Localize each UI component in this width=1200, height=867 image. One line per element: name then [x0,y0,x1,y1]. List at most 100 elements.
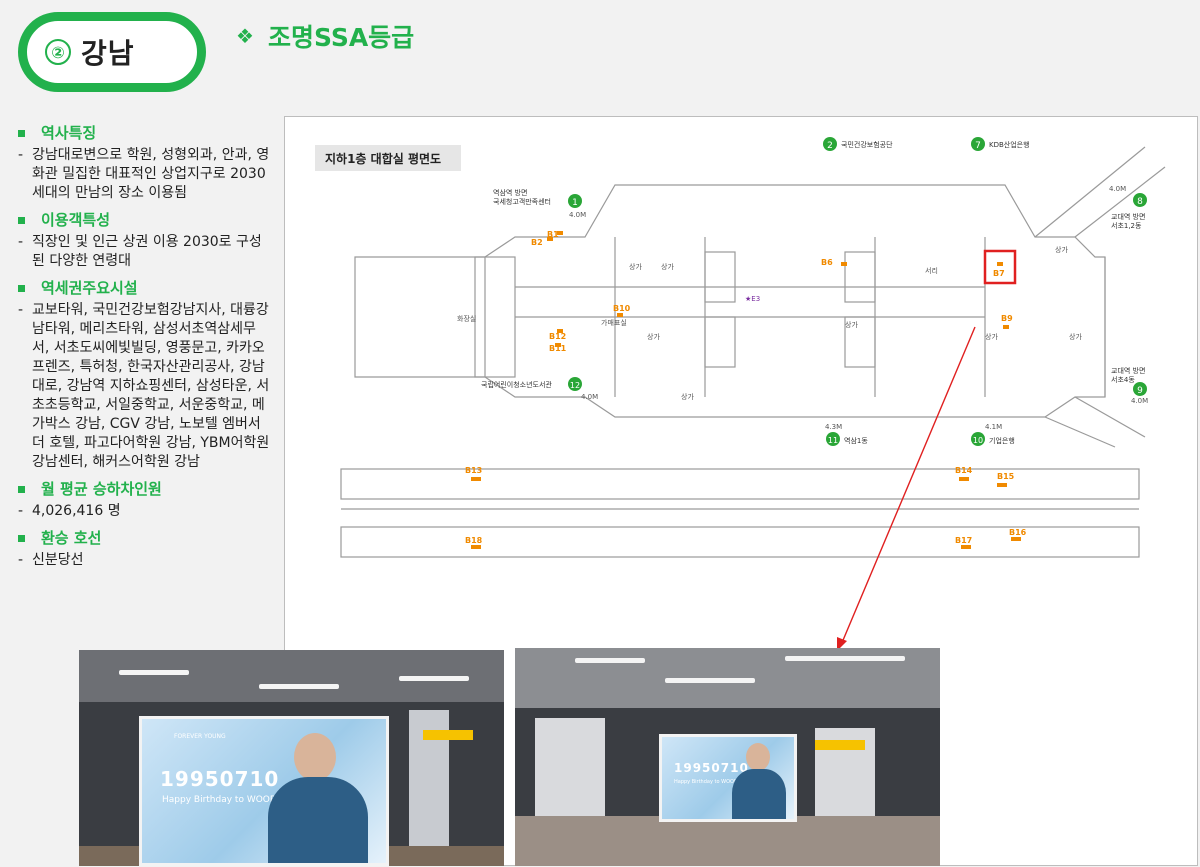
section-body: 직장인 및 인근 상권 이용 2030로 구성된 다양한 연령대 [32,234,262,269]
board-b13: B13 [465,466,482,481]
svg-text:B16: B16 [1009,528,1027,537]
exit-10: 10 기업은행 [971,432,1015,446]
svg-text:B14: B14 [955,466,973,475]
station-info-panel: 역사특징 -강남대로변으로 학원, 성형외과, 안과, 영화관 밀집한 대표적인… [18,124,270,578]
section-heading: 이용객특성 [41,211,111,229]
svg-text:7: 7 [975,141,981,151]
highlight-box [983,249,1017,285]
svg-text:기업은행: 기업은행 [989,436,1015,445]
info-section: 환승 호선 -신분당선 [18,529,270,570]
map-title: 지하1층 대합실 평면도 [325,151,441,166]
height-label: 4.3M [825,423,842,431]
shop-label: 상가 [1055,245,1068,254]
person-head [746,743,770,771]
section-body: 신분당선 [32,552,84,568]
grade-title: ❖ 조명SSA등급 [236,18,414,54]
ceiling-light [119,670,189,675]
info-section: 월 평균 승하차인원 -4,026,416 명 [18,480,270,521]
svg-text:9: 9 [1137,386,1143,396]
dash-bullet: - [18,147,24,163]
board-b9: B9 [1001,314,1013,329]
station-badge: ② 강남 [18,12,206,92]
height-label: 4.0M [581,393,598,401]
board-b16: B16 [1009,528,1027,541]
grade-title-text: 조명SSA등급 [267,23,415,52]
svg-text:KDB산업은행: KDB산업은행 [989,140,1030,149]
svg-text:11: 11 [828,436,838,445]
bullet-square-icon [18,285,25,292]
svg-text:B2: B2 [531,238,543,247]
board-b12: B12 [549,329,566,341]
height-label: 4.1M [985,423,1002,431]
direction-sign [815,740,865,750]
pointer-arrow-line [840,326,976,646]
board-b7: B7 [993,262,1005,278]
ceiling-light [399,676,469,681]
section-heading: 역세권주요시설 [41,279,138,297]
board-b1: B1 [547,230,563,239]
section-heading: 월 평균 승하차인원 [41,480,162,498]
section-body: 강남대로변으로 학원, 성형외과, 안과, 영화관 밀집한 대표적인 상업지구로… [32,147,270,201]
bullet-square-icon [18,486,25,493]
exit-2: 2 국민건강보험공단 [823,137,893,151]
pillar [535,718,605,828]
svg-text:2: 2 [827,141,833,151]
station-name: 강남 [81,37,135,70]
direction-sign [423,730,473,740]
person-figure [732,769,786,819]
board-b10: B10 [613,304,631,317]
svg-text:B6: B6 [821,258,833,267]
svg-text:B1: B1 [547,230,559,239]
ceiling-light [785,656,905,661]
svg-text:10: 10 [973,436,983,445]
site-photo-2: 19950710 Happy Birthday to WOORIM [515,648,940,866]
info-section: 역사특징 -강남대로변으로 학원, 성형외과, 안과, 영화관 밀집한 대표적인… [18,124,270,203]
map-annotations: ★E3 상가 상가 상가 상가 상가 상가 상가 상가 화장실 가매표실 서리 … [457,185,1148,431]
svg-text:B17: B17 [955,536,972,545]
diamond-icon: ❖ [236,24,254,48]
exit-7: 7 KDB산업은행 [971,137,1030,151]
height-label: 4.0M [569,211,586,219]
billboard-date: 19950710 [160,767,280,791]
shop-label: 상가 [629,262,642,271]
height-label: 4.0M [1109,185,1126,193]
svg-text:국민건강보험공단: 국민건강보험공단 [841,140,893,149]
svg-text:1: 1 [572,198,578,208]
bullet-square-icon [18,535,25,542]
bullet-square-icon [18,130,25,137]
dash-bullet: - [18,503,24,519]
svg-text:B18: B18 [465,536,483,545]
bullet-square-icon [18,217,25,224]
dash-bullet: - [18,234,24,250]
ad-boards: B1 B2 B6 B7 B9 B10 B11 B12 B13 B14 B15 B… [465,230,1027,549]
section-body: 4,026,416 명 [32,503,121,519]
ceiling-light [665,678,755,683]
board-b15: B15 [997,472,1015,487]
info-section: 이용객특성 -직장인 및 인근 상권 이용 2030로 구성된 다양한 연령대 [18,211,270,271]
fare-label: 가매표실 [601,318,627,327]
svg-text:B7: B7 [993,269,1005,278]
board-b14: B14 [955,466,973,481]
dash-bullet: - [18,302,24,318]
billboard-message: Happy Birthday to WOORIM [674,779,744,785]
board-b6: B6 [821,258,847,267]
ceiling-light [575,658,645,663]
section-heading: 역사특징 [41,124,97,142]
shop-label: 상가 [661,262,674,271]
svg-text:B15: B15 [997,472,1015,481]
section-heading: 환승 호선 [41,529,102,547]
billboard-date: 19950710 [674,761,749,775]
info-section: 역세권주요시설 -교보타워, 국민건강보험강남지사, 대륭강남타워, 메리츠타워… [18,279,270,472]
board-b2: B2 [531,237,553,247]
concourse-outline [354,146,1166,448]
person-figure [268,777,368,863]
map-title-box [315,145,461,171]
shop-label: 상가 [985,332,998,341]
svg-text:12: 12 [570,381,580,390]
